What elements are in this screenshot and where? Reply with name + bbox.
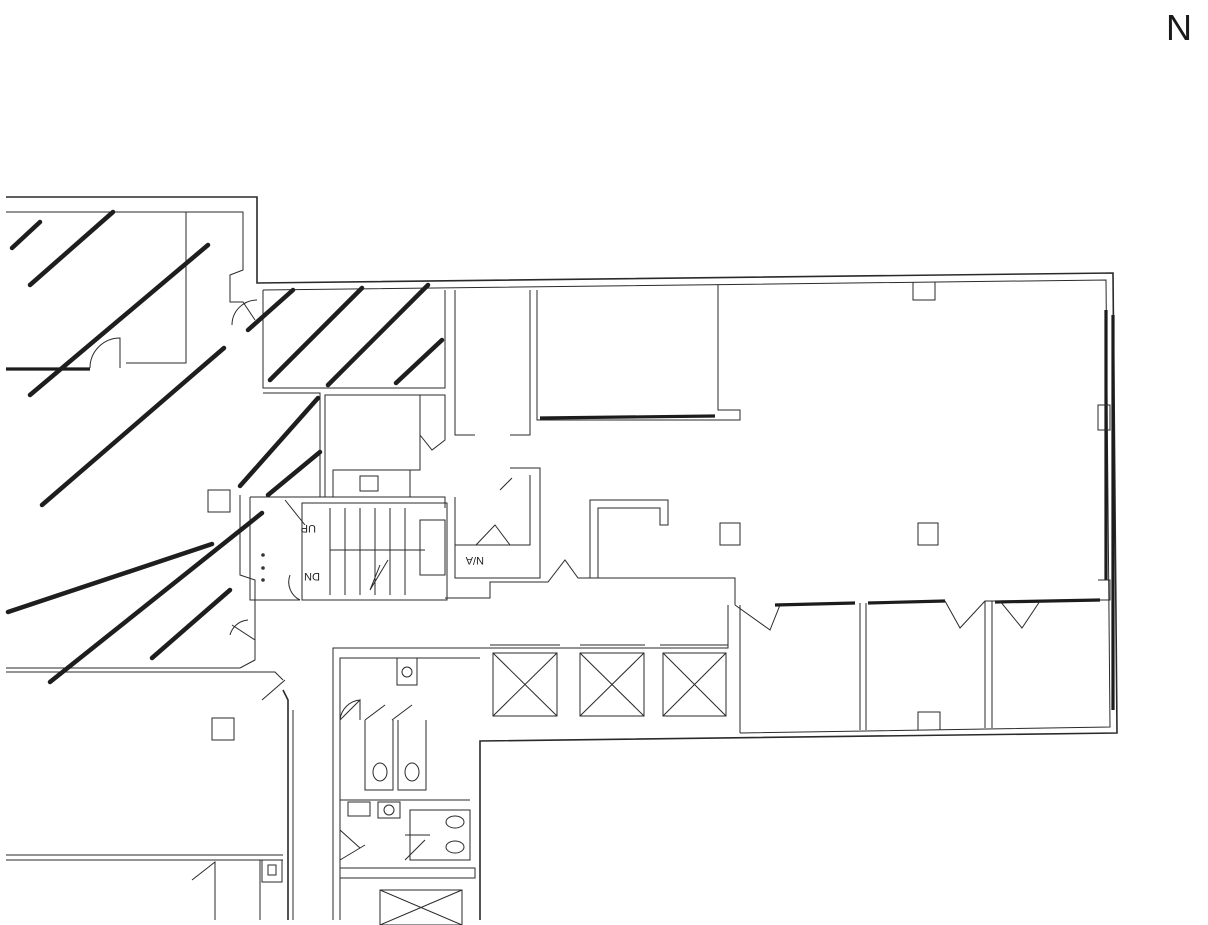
stair-down-label: DN	[304, 570, 320, 582]
stair: UP DN	[260, 502, 448, 601]
hatch-marks	[5, 209, 445, 685]
stair-up-label: UP	[301, 522, 316, 534]
restrooms	[332, 605, 729, 920]
na-room-label: N/A	[465, 554, 484, 566]
open-office	[719, 282, 1115, 710]
na-room: N/A	[445, 467, 736, 605]
exterior-walls	[6, 196, 1118, 920]
north-indicator: N	[1166, 7, 1192, 48]
elevators	[379, 644, 728, 925]
south-offices	[734, 598, 1101, 733]
core-rooms	[249, 285, 741, 601]
left-wing-rooms	[6, 212, 286, 920]
door-swings	[229, 299, 361, 721]
